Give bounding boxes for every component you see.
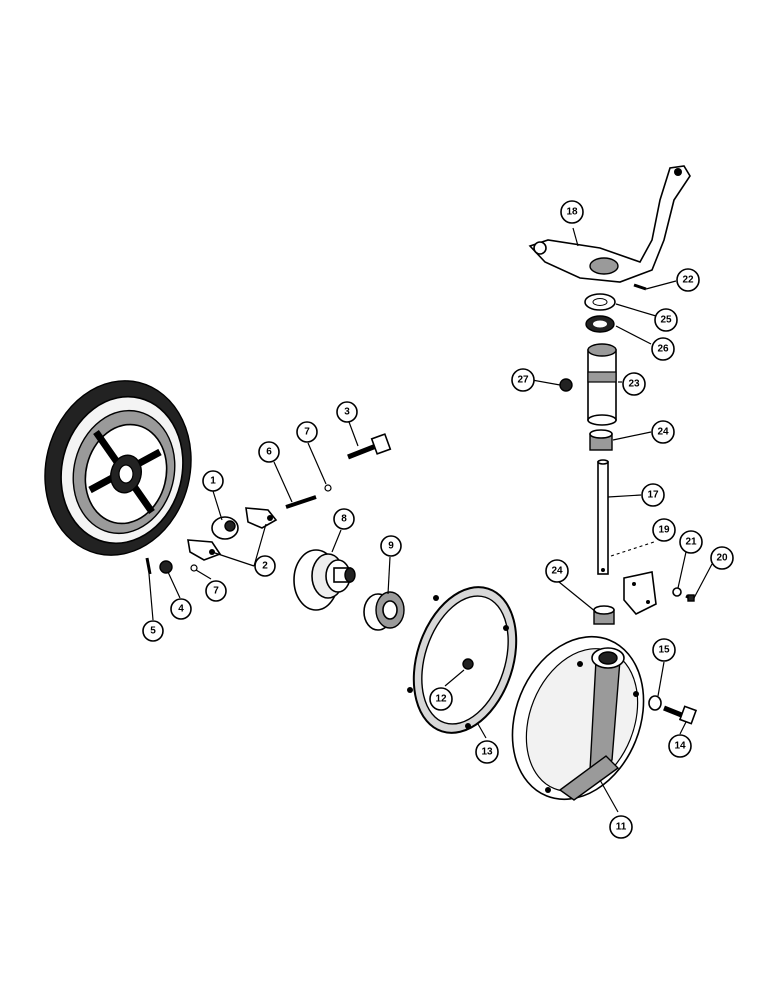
callout-5: 5 [142, 620, 164, 642]
washer-15 [648, 695, 662, 711]
callout-23: 23 [622, 372, 646, 396]
callout-22: 22 [676, 268, 700, 292]
callout-label: 19 [658, 525, 670, 536]
callout-21: 21 [679, 530, 703, 554]
large-gear [44, 380, 192, 556]
callout-label: 26 [657, 344, 669, 355]
bearing-9 [363, 591, 405, 631]
callout-label: 9 [388, 541, 394, 552]
weight-2-upper [245, 507, 278, 529]
callout-label: 25 [660, 315, 672, 326]
bearing-24-upper [589, 429, 613, 451]
callout-label: 7 [213, 586, 219, 597]
shaft-17 [597, 459, 609, 575]
pin-5 [145, 557, 152, 575]
callout-label: 24 [551, 566, 563, 577]
screw-20 [685, 594, 695, 602]
callout-label: 27 [517, 375, 529, 386]
callout-label: 6 [266, 447, 272, 458]
bolt-14 [663, 705, 698, 725]
callout-6: 6 [258, 441, 280, 463]
callout-12: 12 [429, 687, 453, 711]
callout-label: 11 [616, 822, 627, 833]
callout-1: 1 [202, 470, 224, 492]
housing-cover-11 [511, 635, 645, 801]
callout-label: 22 [682, 275, 694, 286]
bearing-24-lower [593, 605, 615, 625]
callout-3: 3 [336, 401, 358, 423]
bushing-1 [211, 516, 239, 540]
callout-label: 4 [178, 604, 184, 615]
callout-26: 26 [651, 337, 675, 361]
callout-label: 7 [304, 427, 310, 438]
callout-label: 17 [647, 490, 659, 501]
bolt-3 [347, 433, 392, 460]
plug-12 [462, 658, 474, 670]
plate-19 [623, 571, 657, 615]
callout-24-lower: 24 [545, 559, 569, 583]
callout-label: 2 [262, 561, 268, 572]
callout-11: 11 [609, 815, 633, 839]
callout-label: 14 [674, 741, 686, 752]
washer-21 [672, 587, 682, 597]
callout-label: 5 [150, 626, 156, 637]
callout-27: 27 [511, 368, 535, 392]
callout-14: 14 [668, 734, 692, 758]
weight-2-lower [187, 539, 222, 561]
seal-26 [585, 315, 615, 333]
callout-9: 9 [380, 535, 402, 557]
fork-lever-18 [528, 165, 691, 283]
sleeve-23 [587, 343, 617, 426]
callout-label: 20 [716, 553, 728, 564]
callout-2: 2 [254, 555, 276, 577]
callout-19: 19 [652, 518, 676, 542]
washer-25 [584, 293, 616, 311]
nut-27 [559, 378, 573, 392]
callout-7-upper: 7 [296, 421, 318, 443]
callouts: 1 2 3 4 5 6 7 7 8 9 11 12 13 14 15 17 18… [142, 200, 734, 839]
callout-label: 15 [658, 645, 670, 656]
callout-label: 23 [628, 379, 640, 390]
callout-7-lower: 7 [205, 580, 227, 602]
callout-label: 18 [566, 207, 578, 218]
callout-20: 20 [710, 546, 734, 570]
pin-22 [633, 283, 647, 291]
callout-25: 25 [654, 308, 678, 332]
nut-4 [159, 560, 173, 574]
pin-6 [285, 495, 317, 509]
callout-label: 3 [344, 407, 350, 418]
callout-label: 1 [210, 476, 216, 487]
callout-label: 24 [657, 427, 669, 438]
callout-label: 21 [685, 537, 697, 548]
callout-label: 13 [481, 747, 493, 758]
ring-7-lower [190, 564, 198, 572]
callout-8: 8 [333, 508, 355, 530]
callout-13: 13 [475, 740, 499, 764]
callout-4: 4 [170, 598, 192, 620]
governor-cone-8 [293, 549, 356, 611]
ring-7-upper [324, 484, 332, 492]
callout-24-upper: 24 [651, 420, 675, 444]
callout-18: 18 [560, 200, 584, 224]
callout-label: 12 [435, 694, 447, 705]
callout-15: 15 [652, 638, 676, 662]
callout-label: 8 [341, 514, 347, 525]
leader-lines [148, 227, 713, 813]
callout-17: 17 [641, 483, 665, 507]
